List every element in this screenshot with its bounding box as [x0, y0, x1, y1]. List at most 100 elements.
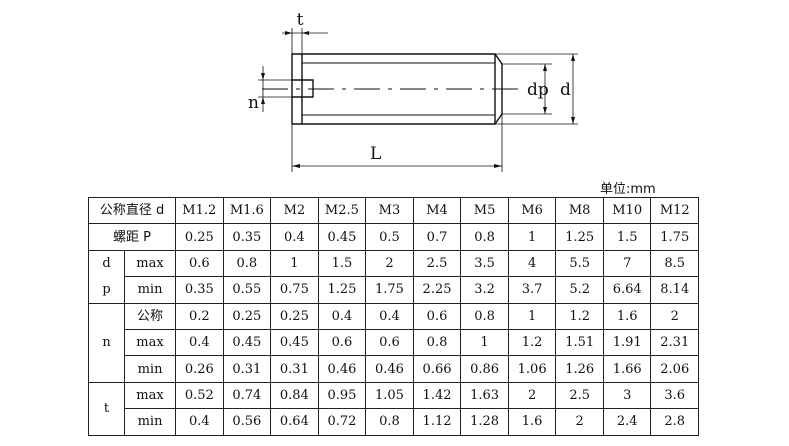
n-value: 0.45 [222, 328, 272, 357]
n-value: 0.31 [270, 355, 319, 383]
dp-value: 3.2 [460, 276, 509, 304]
n-sub-label: 公称 [123, 302, 177, 330]
t-group-label: t [88, 381, 125, 436]
t-value: 0.72 [317, 408, 367, 436]
t-value: 2.8 [650, 408, 700, 436]
dp-sub-label: max [123, 249, 177, 278]
dp-value: 4 [507, 249, 557, 278]
dp-value: 0.75 [270, 276, 319, 304]
size-header: M2.5 [317, 196, 367, 225]
dp-value: 2 [365, 249, 414, 278]
t-sub-label: max [123, 381, 177, 410]
n-value: 0.2 [175, 302, 224, 330]
n-value: 0.4 [365, 302, 414, 330]
label-n: n [248, 93, 259, 113]
size-header: M6 [507, 196, 557, 225]
n-value: 0.25 [222, 302, 272, 330]
size-header: M5 [460, 196, 509, 225]
pitch-value: 1.5 [602, 223, 652, 251]
t-value: 0.52 [175, 381, 224, 410]
unit-note: 单位:mm [600, 182, 656, 197]
dp-label-top: d [102, 256, 111, 272]
dp-value: 5.2 [555, 276, 604, 304]
n-group-label: n [88, 302, 125, 383]
n-value: 2.06 [650, 355, 700, 383]
size-header: M8 [555, 196, 604, 225]
pitch-label: 螺距 P [87, 223, 177, 251]
t-value: 1.28 [460, 408, 509, 436]
size-header: M10 [602, 196, 652, 225]
n-value: 0.45 [270, 328, 319, 357]
t-value: 1.12 [412, 408, 462, 436]
t-value: 1.42 [412, 381, 462, 410]
dp-value: 0.35 [175, 276, 224, 304]
n-value: 0.26 [175, 355, 224, 383]
n-value: 1 [460, 328, 509, 357]
n-value: 1.66 [602, 355, 652, 383]
pitch-value: 0.45 [317, 223, 367, 251]
dp-value: 1.5 [317, 249, 367, 278]
dp-value: 1.25 [317, 276, 367, 304]
n-value: 0.6 [365, 328, 414, 357]
n-value: 0.6 [412, 302, 462, 330]
n-value: 0.46 [317, 355, 367, 383]
t-value: 0.56 [222, 408, 272, 436]
dp-label-bottom: p [102, 282, 111, 298]
label-d: d [560, 80, 571, 100]
t-value: 1.6 [507, 408, 557, 436]
dp-value: 7 [602, 249, 652, 278]
dp-value: 6.64 [602, 276, 652, 304]
dp-value: 8.5 [650, 249, 700, 278]
dp-value: 2.25 [412, 276, 462, 304]
n-value: 1.91 [602, 328, 652, 357]
dp-value: 0.55 [222, 276, 272, 304]
pitch-value: 0.25 [175, 223, 224, 251]
n-value: 1.2 [555, 302, 604, 330]
label-t: t [297, 10, 304, 30]
t-value: 0.4 [175, 408, 224, 436]
t-value: 1.05 [365, 381, 414, 410]
size-header: M2 [270, 196, 319, 225]
t-value: 0.95 [317, 381, 367, 410]
size-header: M4 [412, 196, 462, 225]
t-value: 2.5 [555, 381, 604, 410]
pitch-value: 0.4 [270, 223, 319, 251]
n-value: 2 [650, 302, 700, 330]
header-label: 公称直径 d [87, 196, 177, 225]
n-sub-label: min [123, 355, 177, 383]
slot [292, 79, 314, 98]
n-value: 0.66 [412, 355, 462, 383]
dp-value: 1 [270, 249, 319, 278]
dp-value: 3.5 [460, 249, 509, 278]
dp-value: 1.75 [365, 276, 414, 304]
n-value: 1 [507, 302, 557, 330]
n-value: 1.26 [555, 355, 604, 383]
n-value: 1.06 [507, 355, 557, 383]
n-value: 0.6 [317, 328, 367, 357]
dp-value: 3.7 [507, 276, 557, 304]
n-value: 1.2 [507, 328, 557, 357]
pitch-value: 0.35 [222, 223, 272, 251]
dp-sub-label: min [123, 276, 177, 304]
n-sub-label: max [123, 328, 177, 357]
label-dp: dp [527, 80, 549, 100]
n-value: 0.4 [317, 302, 367, 330]
size-header: M1.2 [175, 196, 224, 225]
n-value: 2.31 [650, 328, 700, 357]
size-header: M3 [365, 196, 414, 225]
pitch-value: 1 [507, 223, 557, 251]
dp-value: 8.14 [650, 276, 700, 304]
pitch-value: 0.7 [412, 223, 462, 251]
n-value: 1.6 [602, 302, 652, 330]
t-value: 3 [602, 381, 652, 410]
t-value: 2 [555, 408, 604, 436]
